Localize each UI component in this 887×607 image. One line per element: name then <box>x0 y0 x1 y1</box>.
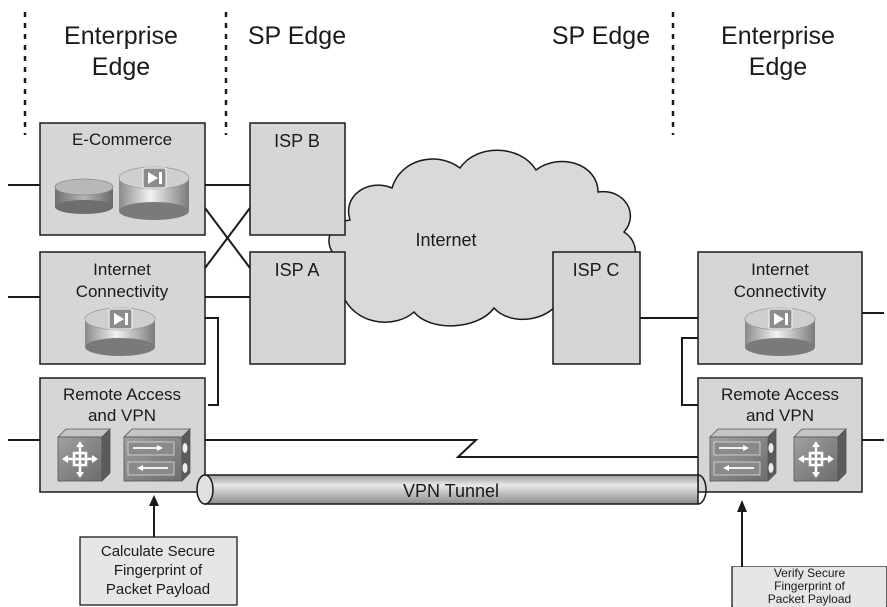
callout-right-line: Fingerprint of <box>774 579 845 593</box>
isp-a-label: ISP A <box>275 260 320 280</box>
callout-right-line: Verify Secure <box>773 567 846 580</box>
isp-c-box[interactable]: ISP C <box>552 251 641 365</box>
content-engine-icon <box>744 307 816 356</box>
callout-right-line: Packet Payload <box>767 592 852 606</box>
vpn-switch-cube-icon <box>793 428 847 482</box>
zone-label-sp-right: SP Edge <box>552 22 650 50</box>
callout-right-text: Verify Secure Fingerprint of Packet Payl… <box>733 567 886 607</box>
database-disk-icon <box>54 178 114 214</box>
isp-b-box[interactable]: ISP B <box>249 122 346 236</box>
vpn-concentrator-icon <box>709 428 777 482</box>
vpn-switch-cube-icon <box>57 428 111 482</box>
link-lines <box>8 184 884 458</box>
content-engine-icon <box>118 166 190 220</box>
internet-label: Internet <box>415 230 476 250</box>
isp-b-label: ISP B <box>274 131 320 151</box>
content-engine-icon <box>84 307 156 356</box>
vpn-tunnel: VPN Tunnel <box>196 474 707 505</box>
vpn-tunnel-label: VPN Tunnel <box>403 481 499 501</box>
ecommerce-box[interactable]: E-Commerce <box>39 122 206 236</box>
isp-a-box[interactable]: ISP A <box>249 251 346 365</box>
arrows <box>149 495 747 567</box>
zone-label-sp-left: SP Edge <box>248 22 346 50</box>
vpn-concentrator-icon <box>123 428 191 482</box>
ecommerce-label: E-Commerce <box>72 130 172 149</box>
isp-c-label: ISP C <box>573 260 620 280</box>
